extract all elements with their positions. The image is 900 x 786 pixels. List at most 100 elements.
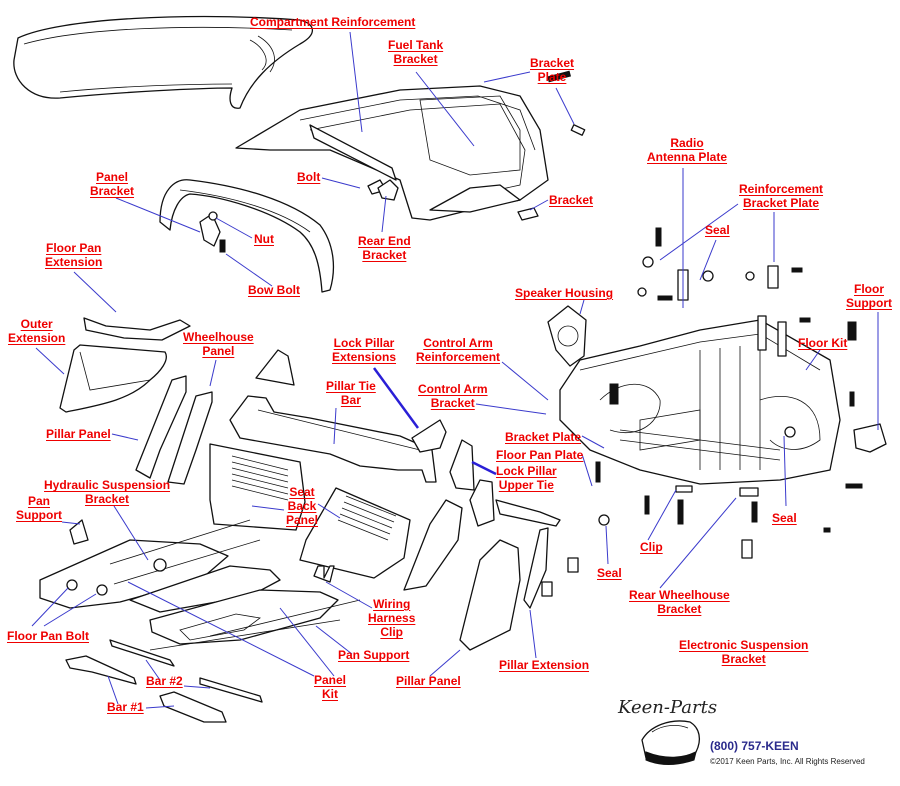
pillar-panel-center-part [403, 499, 463, 591]
bar-1-part-b [159, 691, 227, 723]
label-line: Bracket [362, 248, 407, 262]
label-line: Plate [537, 70, 567, 84]
label-line: Support [16, 508, 62, 522]
label-bow-bolt[interactable]: Bow Bolt [248, 283, 300, 297]
label-line: Harness [368, 611, 416, 625]
label-line: Extension [8, 331, 66, 345]
label-line: Support [846, 296, 892, 310]
label-line: Extensions [332, 350, 397, 364]
floor-support-part [853, 423, 887, 453]
label-seal-top[interactable]: Seal [705, 223, 730, 237]
floor-pan-extension-part [83, 317, 191, 341]
small-plate-part [469, 479, 495, 527]
pillar-panel-bottom-part [459, 539, 521, 651]
label-line: Bow Bolt [248, 283, 300, 297]
floor-panels-left [39, 519, 361, 651]
label-line: Fuel Tank [388, 38, 444, 52]
label-bracket-plate-mid[interactable]: Bracket Plate [505, 430, 581, 444]
label-line: Control Arm [423, 336, 493, 350]
bracket-triangle-part [255, 349, 295, 386]
bar-2-part-b [199, 677, 263, 703]
nut-part [208, 211, 218, 221]
hydraulic-suspension-bracket-part [153, 558, 167, 572]
label-compartment-reinforcement[interactable]: Compartment Reinforcement [250, 15, 415, 29]
label-floor-pan-plate[interactable]: Floor Pan Plate [496, 448, 583, 462]
lock-pillar-upper-tie-part [449, 439, 475, 491]
label-line: Nut [254, 232, 274, 246]
electronic-suspension-small-part [541, 581, 553, 597]
label-line: Floor Kit [798, 336, 848, 350]
label-pan-support-bottom[interactable]: Pan Support [338, 648, 409, 662]
label-pillar-panel-bottom[interactable]: Pillar Panel [396, 674, 461, 688]
pillar-panel-left-part [135, 375, 187, 479]
label-line: Bracket [530, 56, 575, 70]
label-line: Wiring [373, 597, 411, 611]
leader-lines [31, 31, 879, 709]
seat-back-panel-left [209, 443, 306, 531]
wiring-harness-clip-part [313, 565, 335, 583]
label-clip[interactable]: Clip [640, 540, 663, 554]
label-nut[interactable]: Nut [254, 232, 274, 246]
label-line: Bracket Plate [742, 196, 820, 210]
label-line: Rear End [358, 234, 411, 248]
label-line: Bracket [721, 652, 766, 666]
label-line: Clip [640, 540, 663, 554]
label-line: Bracket [85, 492, 130, 506]
label-line: Back [287, 499, 317, 513]
label-line: Bracket [549, 193, 594, 207]
label-line: Floor [854, 282, 884, 296]
keen-parts-logo-car [641, 720, 701, 765]
label-line: Clip [380, 625, 404, 639]
label-floor-pan-bolt[interactable]: Floor Pan Bolt [7, 629, 89, 643]
label-bolt[interactable]: Bolt [297, 170, 320, 184]
label-speaker-housing[interactable]: Speaker Housing [515, 286, 613, 300]
label-line: Pan Support [338, 648, 410, 662]
bracket-part [517, 207, 539, 221]
label-line: Pillar Panel [396, 674, 461, 688]
label-seal-bottom[interactable]: Seal [597, 566, 622, 580]
label-line: Electronic Suspension [679, 638, 809, 652]
label-pillar-extension[interactable]: Pillar Extension [499, 658, 589, 672]
label-pillar-panel-left[interactable]: Pillar Panel [46, 427, 111, 441]
label-bracket[interactable]: Bracket [549, 193, 593, 207]
label-line: Wheelhouse [183, 330, 254, 344]
phone-number[interactable]: (800) 757-KEEN [710, 739, 799, 753]
label-seal-right[interactable]: Seal [772, 511, 797, 525]
label-line: Bar [340, 393, 361, 407]
label-floor-kit[interactable]: Floor Kit [798, 336, 847, 350]
label-line: Lock Pillar [333, 336, 395, 350]
label-bar-1[interactable]: Bar #1 [107, 700, 144, 714]
label-line: Extension [45, 255, 103, 269]
label-line: Pillar Panel [46, 427, 111, 441]
label-line: Bracket [393, 52, 438, 66]
label-line: Compartment Reinforcement [250, 15, 416, 29]
speaker-ring [557, 325, 579, 347]
label-line: Bracket [430, 396, 475, 410]
label-line: Pillar Extension [499, 658, 590, 672]
label-bar-2[interactable]: Bar #2 [146, 674, 183, 688]
label-line: Radio [670, 136, 704, 150]
